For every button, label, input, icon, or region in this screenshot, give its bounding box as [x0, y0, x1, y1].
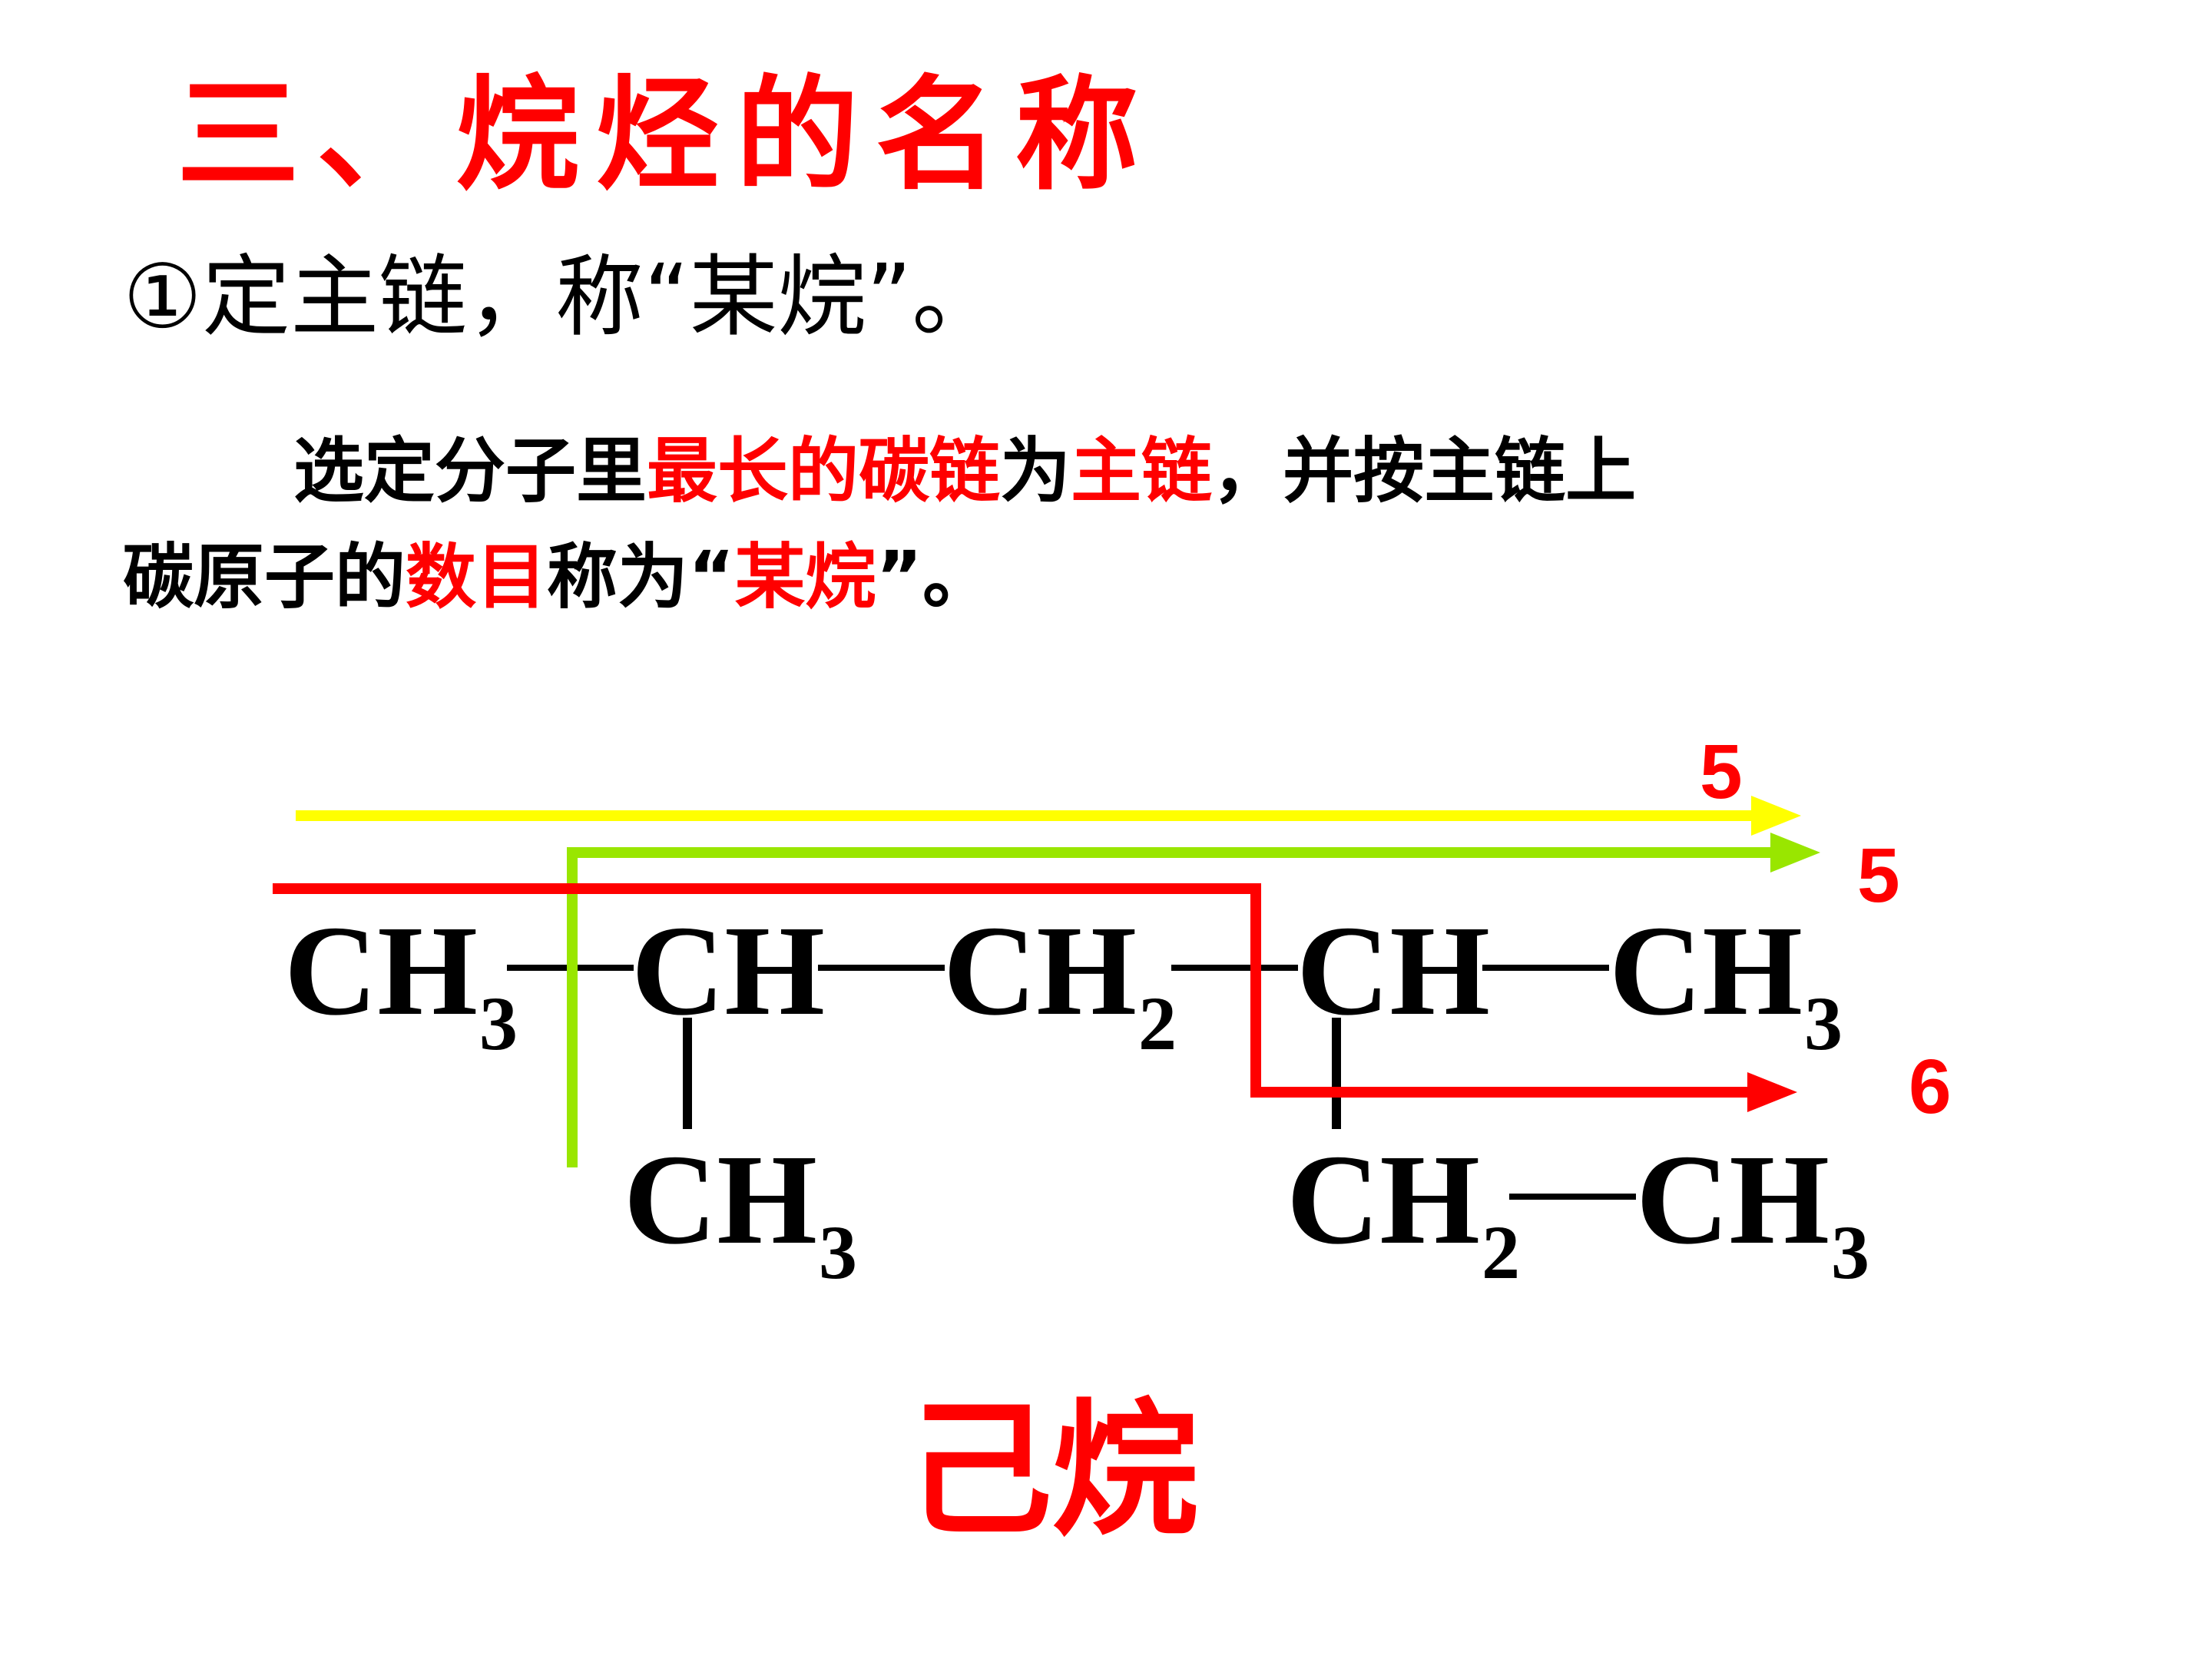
green-chain-line: [567, 847, 1774, 1167]
red-chain-count: 6: [1909, 1044, 1952, 1130]
green-chain-count: 5: [1857, 833, 1900, 919]
red-chain-line: [273, 883, 1755, 1098]
atom-ch2-branch: CH2: [1286, 1128, 1520, 1295]
paragraph-segment: 碳原子的: [123, 536, 406, 618]
atom-ch2-3: CH2: [943, 899, 1177, 1066]
paragraph-segment: 为: [1000, 430, 1071, 512]
slide-title: 三、烷烃的名称: [177, 62, 1156, 207]
paragraph-segment: ，并按主链上: [1212, 430, 1637, 512]
paragraph-line-2: 碳原子的数目称为“某烷”。: [123, 525, 1997, 631]
atom-ch3-left: CH3: [284, 899, 518, 1066]
paragraph-segment: 选定分子里: [293, 430, 647, 512]
paragraph-highlight: 数目: [406, 536, 548, 618]
green-arrowhead: [1770, 833, 1820, 873]
atom-ch-4: CH: [1296, 899, 1490, 1042]
paragraph-highlight: 某烷: [734, 536, 876, 618]
rule-paragraph: 选定分子里最长的碳链为主链，并按主链上 碳原子的数目称为“某烷”。: [123, 419, 1997, 631]
paragraph-line-1: 选定分子里最长的碳链为主链，并按主链上: [123, 419, 1997, 525]
paragraph-segment: ”。: [876, 536, 993, 618]
atom-ch-2: CH: [631, 899, 825, 1042]
step-heading: ①定主链，称“某烷”。: [123, 246, 1001, 349]
paragraph-highlight: 主链: [1071, 430, 1213, 512]
paragraph-highlight: 最长的碳链: [647, 430, 1001, 512]
yellow-chain-count: 5: [1700, 729, 1743, 815]
atom-ch3-branch: CH3: [624, 1128, 857, 1295]
atom-ch3-branch-end: CH3: [1636, 1128, 1869, 1295]
red-arrowhead: [1747, 1072, 1797, 1112]
atom-ch3-right: CH3: [1609, 899, 1843, 1066]
paragraph-segment: 称为“: [547, 536, 735, 618]
yellow-arrowhead: [1751, 796, 1801, 836]
answer-name: 己烷: [906, 1386, 1199, 1555]
